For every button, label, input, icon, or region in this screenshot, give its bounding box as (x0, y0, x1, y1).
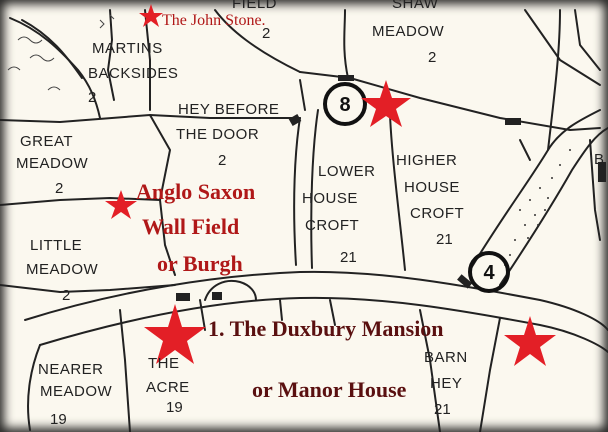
field-labels: FIELD 2 SHAW MEADOW 2 MARTINS BACKSIDES … (16, 0, 605, 428)
field-label: HOUSE (302, 190, 358, 207)
field-label: THE DOOR (176, 126, 259, 143)
star-icon (139, 4, 163, 27)
road (24, 270, 608, 331)
star-icon (144, 304, 206, 364)
field-label: BARN (424, 349, 468, 366)
lane (469, 109, 601, 271)
lane (293, 117, 301, 266)
field-label: CROFT (410, 205, 464, 222)
svg-text:8: 8 (339, 94, 350, 116)
field-number: 2 (428, 49, 436, 66)
field-label: MEADOW (372, 23, 445, 40)
woodland-texture (7, 14, 115, 91)
svg-text:4: 4 (483, 262, 495, 284)
anglo-saxon-label: Anglo Saxon (136, 179, 255, 204)
wall-field-label: Wall Field (142, 214, 239, 239)
duxbury-mansion-label: 1. The Duxbury Mansion (208, 316, 444, 341)
field-label: CROFT (305, 217, 359, 234)
field-label: FIELD (232, 0, 277, 12)
field-label: GREAT (20, 133, 73, 150)
field-label: LITTLE (30, 237, 82, 254)
field-number: 2 (218, 152, 226, 169)
john-stone-label: The John Stone. (162, 12, 266, 29)
field-number: 21 (434, 401, 451, 418)
boundary-line (107, 9, 115, 101)
field-label: B (594, 151, 605, 168)
field-label: NEARER (38, 361, 104, 378)
marker-4: 4 (468, 251, 510, 293)
field-number: 21 (340, 249, 357, 266)
field-number: 21 (436, 231, 453, 248)
field-label: MARTINS (92, 40, 163, 57)
field-number: 2 (262, 25, 270, 42)
manor-house-label: or Manor House (252, 377, 407, 402)
field-number: 2 (55, 180, 63, 197)
boundary-line (214, 9, 301, 73)
star-icon (105, 190, 137, 219)
field-number: 2 (62, 287, 70, 304)
field-number: 19 (166, 399, 183, 416)
star-markers (105, 4, 556, 366)
star-icon (361, 80, 411, 127)
field-label: BACKSIDES (88, 65, 178, 82)
field-label: HEY (430, 375, 462, 392)
field-label: MEADOW (40, 383, 113, 400)
road (39, 296, 608, 353)
field-label: MEADOW (26, 261, 99, 278)
marker-8: 8 (323, 82, 367, 126)
field-label: SHAW (392, 0, 439, 12)
woodland-boundary (9, 17, 101, 119)
field-label: LOWER (318, 163, 376, 180)
burgh-label: or Burgh (157, 251, 243, 276)
boundary-line (144, 9, 151, 111)
field-label: HEY BEFORE (178, 101, 279, 118)
field-label: ACRE (146, 379, 190, 396)
field-label: MEADOW (16, 155, 89, 172)
annotations: The John Stone. Anglo Saxon Wall Field o… (136, 12, 444, 402)
field-label: THE (148, 355, 180, 372)
field-number: 19 (50, 411, 67, 428)
star-icon (504, 316, 556, 366)
field-label: HOUSE (404, 179, 460, 196)
field-number: 2 (88, 89, 96, 106)
field-label: HIGHER (396, 152, 457, 169)
